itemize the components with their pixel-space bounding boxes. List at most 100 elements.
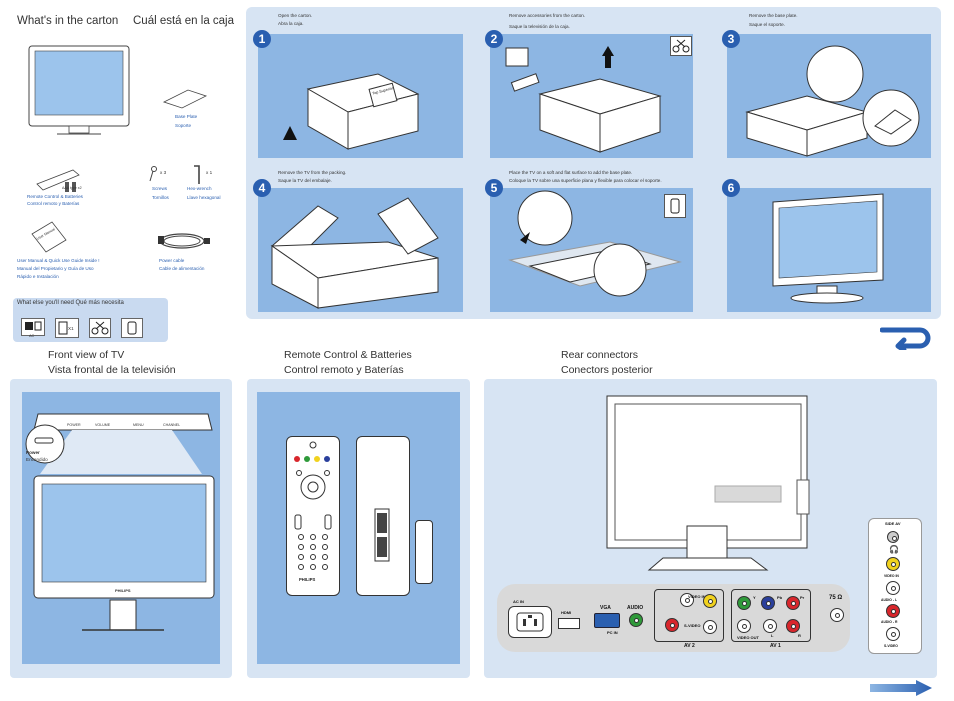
tv-x1-icon: X1	[55, 318, 79, 338]
remote-batteries-illustration	[35, 166, 95, 194]
rear-tv-illustration	[605, 394, 810, 576]
antenna-ohm-label: 75 Ω	[829, 595, 843, 601]
rear-title-en: Rear connectors	[561, 349, 639, 361]
screws-label-es: Tornillos	[152, 195, 169, 200]
av1-pb-jack	[761, 596, 775, 610]
remote-back	[356, 436, 410, 596]
step1-image	[258, 34, 463, 158]
step4-number: 4	[253, 179, 271, 197]
antenna-jack	[830, 608, 844, 622]
side-headphone-jack	[887, 531, 899, 543]
video-out-label: VIDEO OUT	[737, 635, 760, 640]
batteries-aaa-label: AAA type x2	[62, 186, 82, 190]
side-video-jack	[886, 557, 900, 571]
av1-pr-label: Pr	[800, 595, 805, 600]
side-audio-l-label: AUDIO - L	[881, 598, 898, 602]
av1-r-label: R	[798, 633, 801, 638]
step6-image	[727, 188, 931, 312]
remote-title-en: Remote Control & Batteries	[284, 349, 412, 361]
hex-wrench-label-es: Llave hexagonal	[187, 195, 221, 200]
av2-svideo-jack	[703, 620, 717, 634]
step4-text-es: Saque la TV del embalaje.	[278, 178, 332, 183]
side-svideo-jack	[886, 627, 900, 641]
manual-label-3: Rápido e Instalación	[17, 274, 59, 279]
av1-label: AV 1	[770, 643, 781, 649]
ac-in-port	[508, 606, 552, 638]
base-plate-illustration	[160, 86, 210, 110]
front-ctrl-channel: CHANNEL	[163, 423, 181, 427]
screws-qty: x 3	[160, 170, 167, 175]
front-title-en: Front view of TV	[48, 349, 125, 361]
power-cable-label-en: Power cable	[159, 258, 185, 263]
hex-wrench-qty: x 1	[206, 170, 213, 175]
av1-group	[731, 589, 811, 642]
remote-title-es: Control remoto y Baterías	[284, 364, 404, 376]
step3-number: 3	[722, 30, 740, 48]
av2-label: AV 2	[684, 643, 695, 649]
front-ctrl-volume: VOLUME	[95, 423, 111, 427]
screws-icon	[147, 166, 161, 182]
front-ctrl-menu: MENU	[133, 423, 144, 427]
next-arrow-icon	[870, 680, 932, 696]
av2-audio-jack-white	[680, 593, 694, 607]
step3-text-es: Saque el soporte.	[749, 22, 786, 27]
side-video-in-label: VIDEO IN	[884, 574, 899, 578]
side-audio-r-label: AUDIO - R	[881, 620, 898, 624]
av1-pb-label: Pb	[777, 595, 783, 600]
step2-number: 2	[485, 30, 503, 48]
step1-number: 1	[253, 30, 271, 48]
step1-text-en: Open the carton.	[278, 13, 313, 18]
hex-wrench-label-en: Hex-wrench	[187, 186, 212, 191]
battery-cover	[415, 520, 433, 584]
base-plate-label-es: Soporte	[175, 123, 192, 128]
power-cable-illustration	[156, 228, 212, 254]
power-label-en: Power	[26, 450, 40, 455]
step4-image	[258, 188, 463, 312]
screws-label-en: Screws	[152, 186, 168, 191]
av2-video-in-label: VIDEO IN	[688, 594, 706, 599]
x1-label: X1	[68, 326, 74, 331]
step2-image	[490, 34, 693, 158]
step6-number: 6	[722, 179, 740, 197]
ac-outlet-icon	[21, 318, 45, 336]
step5-screwdriver-icon	[664, 194, 686, 218]
av1-pr-jack	[786, 596, 800, 610]
step1-text-es: Abra la caja.	[278, 21, 304, 26]
turn-arrow-icon	[879, 326, 932, 353]
av1-audio-l-jack	[763, 619, 777, 633]
side-av-label: SIDE AV	[885, 521, 901, 526]
carton-title-es: Cuál está en la caja	[133, 15, 235, 27]
remote-label-es: Control remoto y Baterías	[27, 201, 80, 206]
front-inner	[22, 392, 220, 664]
audio-label: AUDIO	[627, 605, 644, 611]
av2-svideo-label: S-VIDEO	[684, 623, 701, 628]
pc-in-label: PC IN	[607, 630, 618, 635]
front-ctrl-power: POWER	[67, 423, 81, 427]
front-title-es: Vista frontal de la televisión	[48, 364, 176, 376]
vga-port	[594, 613, 620, 628]
front-brand: PHILIPS	[115, 588, 131, 593]
carton-title-en: What's in the carton	[17, 15, 119, 27]
step2-text-es: Saque la televisión de la caja.	[509, 24, 570, 29]
av2-audio-jack-red	[665, 618, 679, 632]
base-plate-label-en: Base Plate	[175, 114, 198, 119]
ac-in-label: AC IN	[513, 599, 524, 604]
screwdriver-icon	[121, 318, 143, 338]
carton-tv-illustration	[27, 44, 131, 136]
side-audio-l-jack	[886, 581, 900, 595]
what-else-title: What else you'll need Qué más necesita	[17, 300, 124, 306]
remote-label-en: Remote Control & Batteries	[27, 194, 83, 199]
av2-video-jack	[703, 594, 717, 608]
step3-text-en: Remove the base plate.	[749, 13, 798, 18]
step5-image	[490, 188, 693, 312]
remote-brand: PHILIPS	[299, 577, 316, 582]
ac-label: AC	[29, 334, 35, 338]
manual-label-1: User Manual & Quick Use Guide Inside !	[17, 258, 100, 263]
side-audio-r-jack	[886, 604, 900, 618]
step2-text-en: Remove accessories from the carton.	[509, 13, 586, 18]
av2-group	[654, 589, 724, 642]
step5-number: 5	[485, 179, 503, 197]
power-cable-label-es: Cable de alimentación	[159, 266, 205, 271]
hdmi-port	[558, 618, 580, 629]
manual-label-2: Manual del Propietario y Guía de Uso	[17, 266, 94, 271]
